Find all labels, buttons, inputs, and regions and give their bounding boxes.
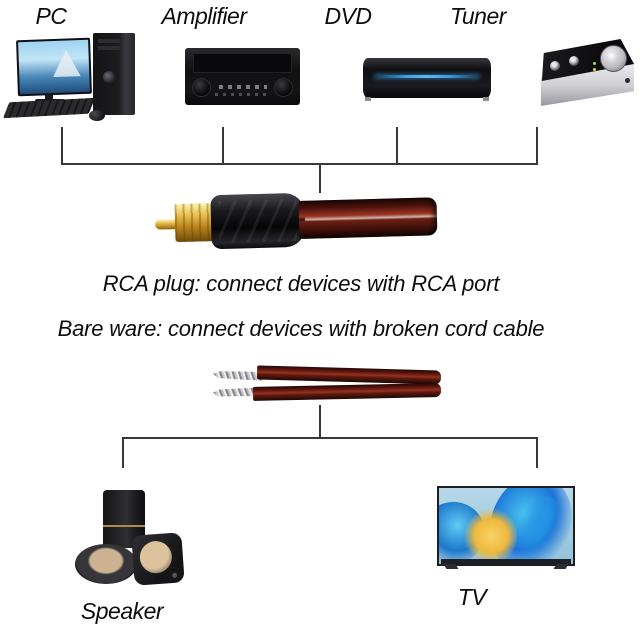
tuner-volume-knob	[600, 45, 627, 72]
tuner-small-knob	[550, 61, 560, 71]
pc-monitor	[16, 37, 92, 97]
pc-drive-bay	[98, 39, 120, 43]
connector-line-dvd	[396, 127, 398, 164]
pc-tower	[93, 33, 135, 115]
speaker-label: Speaker	[80, 598, 164, 624]
bare-wire-cord	[256, 365, 442, 385]
connector-line-tuner	[536, 127, 538, 164]
rca-plug-photo	[152, 188, 438, 253]
tv-label: TV	[457, 584, 487, 610]
tv-foot	[553, 564, 569, 569]
tuner-photo	[538, 38, 634, 108]
amplifier-photo	[185, 48, 300, 105]
pc-monitor-stand	[45, 91, 53, 100]
tuner-label: Tuner	[450, 3, 506, 29]
amplifier-buttons	[215, 93, 271, 96]
tuner-small-knob	[569, 56, 579, 66]
tv-foot	[443, 564, 459, 569]
amplifier-buttons	[219, 85, 267, 89]
tv-screen	[437, 486, 575, 566]
pc-screen	[18, 39, 90, 95]
dvd-foot	[365, 97, 371, 101]
rca-gold-collar	[174, 203, 216, 243]
rca-plug-caption: RCA plug: connect devices with RCA port	[102, 271, 500, 296]
pc-drive-bay	[98, 46, 120, 50]
bare-wire-photo	[213, 364, 442, 406]
top-center-drop-line	[319, 165, 321, 193]
amplifier-right-knob	[274, 78, 293, 97]
bare-wire-tip	[213, 370, 263, 381]
rca-plug-body	[210, 192, 306, 250]
speaker-round-driver	[75, 544, 137, 584]
pc-keyboard	[2, 97, 96, 119]
amplifier-display	[193, 53, 292, 73]
pc-wallpaper-mountain	[52, 49, 81, 77]
bare-wire-cord	[252, 383, 442, 401]
rca-cable-cord	[298, 197, 438, 239]
dvd-foot	[483, 97, 489, 101]
connector-line-speaker	[122, 439, 124, 468]
tuner-jack-port	[625, 78, 630, 83]
tv-photo	[437, 486, 577, 576]
connector-line-amplifier	[222, 127, 224, 164]
pc-label: PC	[35, 3, 67, 29]
speaker-photo	[75, 490, 193, 586]
amplifier-left-knob	[192, 78, 211, 97]
pc-photo	[2, 33, 135, 123]
dvd-player-photo	[363, 58, 491, 101]
tv-bottom-bar	[441, 559, 571, 564]
top-bracket-line	[61, 163, 538, 165]
connector-line-tv	[536, 439, 538, 468]
tuner-green-led	[593, 62, 596, 65]
bottom-bracket-line	[122, 437, 538, 439]
bare-wire-caption: Bare ware: connect devices with broken c…	[57, 316, 545, 341]
tuner-yellow-led	[593, 68, 596, 71]
amplifier-label: Amplifier	[161, 3, 247, 29]
dvd-blue-light	[374, 75, 480, 78]
speaker-cube	[131, 532, 185, 586]
connector-line-pc	[61, 127, 63, 164]
dvd-label: DVD	[324, 3, 372, 29]
bottom-center-drop-line	[319, 405, 321, 438]
pc-mouse	[89, 110, 105, 121]
pc-power-button	[103, 71, 115, 83]
